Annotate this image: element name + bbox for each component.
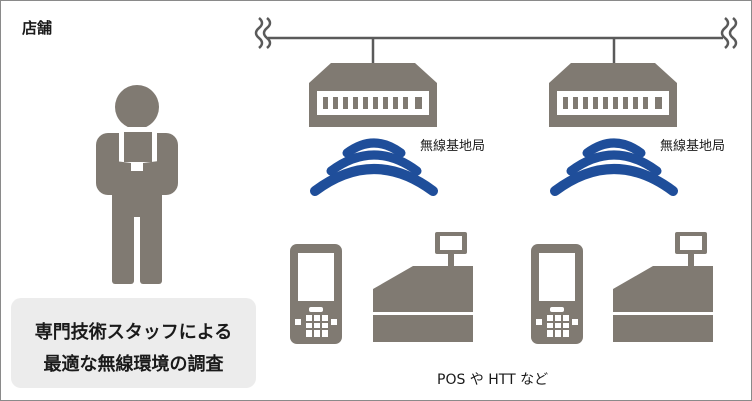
wireless-signal-1-icon bbox=[310, 138, 438, 196]
access-point-1-icon bbox=[309, 63, 437, 127]
access-point-2-label: 無線基地局 bbox=[660, 139, 726, 154]
pos-register-2-icon bbox=[613, 232, 713, 342]
pos-register-1-icon bbox=[373, 232, 473, 342]
caption-line-2: 最適な無線環境の調査 bbox=[43, 354, 224, 375]
caption-box: 専門技術スタッフによる 最適な無線環境の調査 bbox=[11, 298, 256, 388]
access-point-1-label: 無線基地局 bbox=[420, 139, 486, 154]
store-label: 店舗 bbox=[22, 19, 53, 37]
staff-person-icon bbox=[96, 85, 178, 284]
caption-line-1: 専門技術スタッフによる bbox=[34, 322, 233, 343]
handheld-terminal-1-icon bbox=[290, 244, 342, 344]
network-cable bbox=[254, 17, 738, 63]
wireless-signal-2-icon bbox=[550, 138, 678, 196]
devices-label: POS や HTT など bbox=[437, 372, 549, 388]
access-point-2-icon bbox=[549, 63, 677, 127]
handheld-terminal-2-icon bbox=[531, 244, 583, 344]
